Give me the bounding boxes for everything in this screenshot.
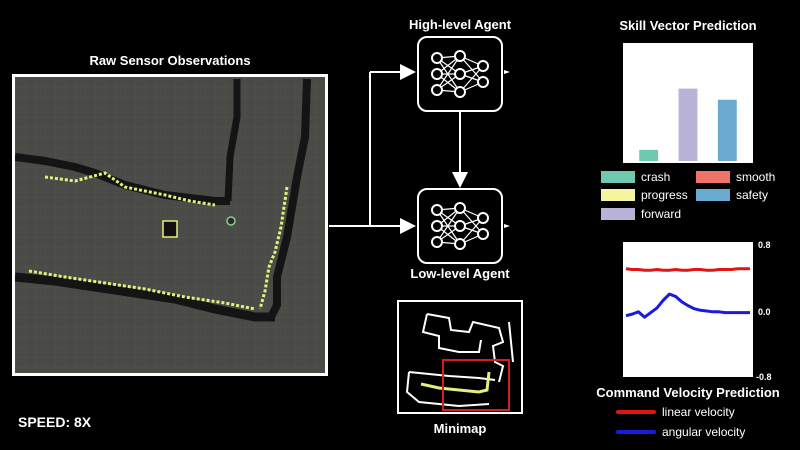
legend-crash: crash [601, 170, 670, 184]
ytick-top: 0.8 [758, 240, 771, 250]
goal-marker [226, 216, 236, 226]
neural-network-icon [431, 202, 489, 250]
wall-right [267, 78, 311, 319]
speed-label: SPEED: 8X [18, 414, 92, 430]
bar-crash [639, 149, 659, 161]
legend-label-smooth: smooth [736, 170, 776, 184]
high-agent-box [417, 36, 503, 112]
low-agent-out-tick [504, 224, 510, 228]
legend-label-linear: linear velocity [662, 405, 735, 419]
legend-progress: progress [601, 188, 688, 202]
legend-label-progress: progress [641, 188, 688, 202]
legend-linear-velocity: linear velocity [616, 405, 735, 419]
sensor-title: Raw Sensor Observations [89, 53, 251, 68]
legend-line-linear [616, 410, 656, 414]
series-linear-velocity [625, 267, 750, 272]
ytick-mid: 0.0 [758, 307, 771, 317]
velocity-title: Command Velocity Prediction [596, 385, 780, 400]
bar-forward [678, 88, 698, 161]
legend-angular-velocity: angular velocity [616, 425, 745, 439]
robot-marker [162, 220, 178, 238]
sensor-map [15, 77, 325, 373]
legend-swatch-safety [696, 189, 730, 201]
neural-network-icon [431, 50, 489, 98]
legend-swatch-smooth [696, 171, 730, 183]
sensor-view [12, 74, 328, 376]
velocity-line-chart [625, 267, 750, 319]
legend-label-angular: angular velocity [662, 425, 746, 439]
legend-line-angular [616, 430, 656, 434]
wall-bottom [15, 272, 275, 322]
minimap-title: Minimap [433, 421, 487, 436]
legend-forward: forward [601, 207, 681, 221]
legend-label-crash: crash [641, 170, 671, 184]
bar-safety [717, 99, 737, 161]
high-agent-title: High-level Agent [408, 17, 512, 32]
scan-bottom [28, 269, 256, 311]
legend-swatch-crash [601, 171, 635, 183]
scan-top [44, 171, 216, 207]
legend-swatch-forward [601, 208, 635, 220]
wall-top [15, 153, 230, 205]
minimap-map [405, 313, 514, 411]
minimap-trajectory [420, 371, 491, 394]
legend-safety: safety [696, 188, 768, 202]
legend-swatch-progress [601, 189, 635, 201]
low-agent-box [417, 188, 503, 264]
high-agent-out-tick [504, 70, 510, 74]
series-angular-velocity [625, 292, 750, 319]
skill-chart-panel [623, 43, 753, 163]
minimap-view [397, 300, 523, 414]
skill-title: Skill Vector Prediction [619, 18, 757, 33]
legend-label-safety: safety [736, 188, 769, 202]
skill-bar-chart [639, 88, 737, 161]
velocity-chart-panel [623, 242, 753, 377]
legend-smooth: smooth [696, 170, 775, 184]
low-agent-title: Low-level Agent [410, 266, 510, 281]
wall-center [224, 79, 241, 202]
minimap-viewport [442, 359, 510, 411]
ytick-bottom: -0.8 [756, 372, 772, 382]
legend-label-forward: forward [641, 207, 682, 221]
